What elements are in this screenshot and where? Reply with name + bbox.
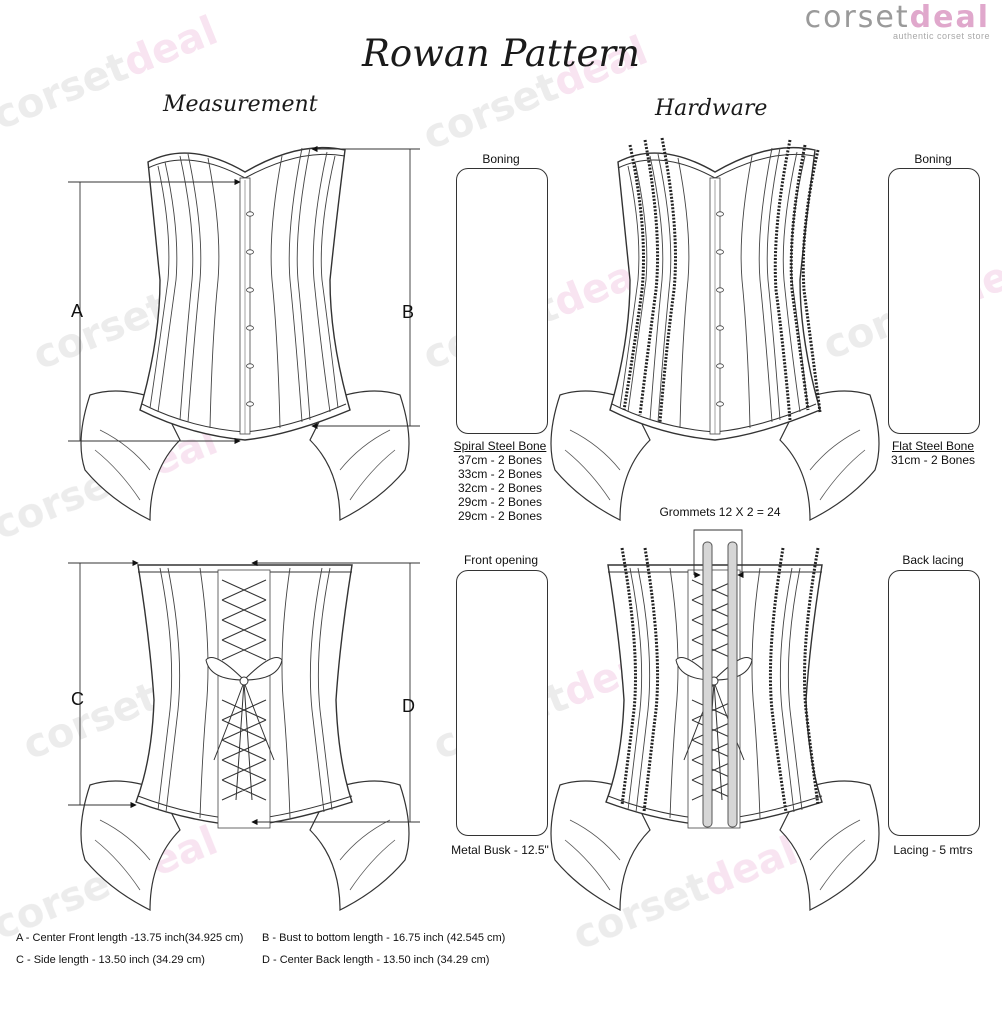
hardware-heading: Hardware: [655, 96, 768, 121]
boning-left-panel: [456, 168, 548, 434]
spiral-bone-lengths: 37cm - 2 Bones 33cm - 2 Bones 32cm - 2 B…: [440, 453, 560, 523]
brand-logo: corsetdeal authentic corset store: [804, 0, 990, 42]
legend-a: A - Center Front length -13.75 inch(34.9…: [16, 932, 244, 944]
legend-c: C - Side length - 13.50 inch (34.29 cm): [16, 954, 205, 966]
boning-right-panel: [888, 168, 980, 434]
page-title: Rowan Pattern: [362, 32, 640, 75]
measurement-heading: Measurement: [163, 92, 318, 117]
measure-label-a: A: [71, 301, 84, 321]
spiral-bone-length: 32cm - 2 Bones: [457, 481, 543, 495]
lacing-length-label: Lacing - 5 mtrs: [893, 843, 973, 857]
hardware-back-drawing: [550, 529, 880, 911]
brand-tagline: authentic corset store: [892, 31, 990, 41]
front-opening-heading: Front opening: [463, 553, 539, 567]
boning-right-heading: Boning: [914, 152, 952, 166]
hardware-front-drawing: [550, 137, 880, 521]
spiral-bone-length: 29cm - 2 Bones: [457, 495, 543, 509]
front-opening-panel: [456, 570, 548, 836]
back-lacing-panel: [888, 570, 980, 836]
grommets-label: Grommets 12 X 2 = 24: [659, 505, 781, 519]
spiral-bone-length: 33cm - 2 Bones: [457, 467, 543, 481]
measure-label-d: D: [402, 696, 415, 716]
flat-bone-label: Flat Steel Bone: [891, 439, 975, 453]
brand-name-corset: corset: [804, 0, 910, 35]
flat-bone-length: 31cm - 2 Bones: [890, 453, 976, 467]
back-lacing-heading: Back lacing: [902, 553, 964, 567]
spiral-bone-label: Spiral Steel Bone: [453, 439, 547, 453]
legend-b: B - Bust to bottom length - 16.75 inch (…: [262, 932, 506, 944]
brand-name-deal: deal: [909, 0, 990, 35]
measure-label-b: B: [402, 302, 415, 322]
spiral-bone-length: 29cm - 2 Bones: [457, 509, 543, 523]
measure-back-drawing: [68, 559, 420, 911]
metal-busk-label: Metal Busk - 12.5": [451, 843, 549, 857]
boning-left-heading: Boning: [482, 152, 520, 166]
measure-front-drawing: [68, 145, 420, 521]
legend-d: D - Center Back length - 13.50 inch (34.…: [262, 954, 490, 966]
spiral-bone-length: 37cm - 2 Bones: [457, 453, 543, 467]
measure-label-c: C: [71, 689, 84, 709]
